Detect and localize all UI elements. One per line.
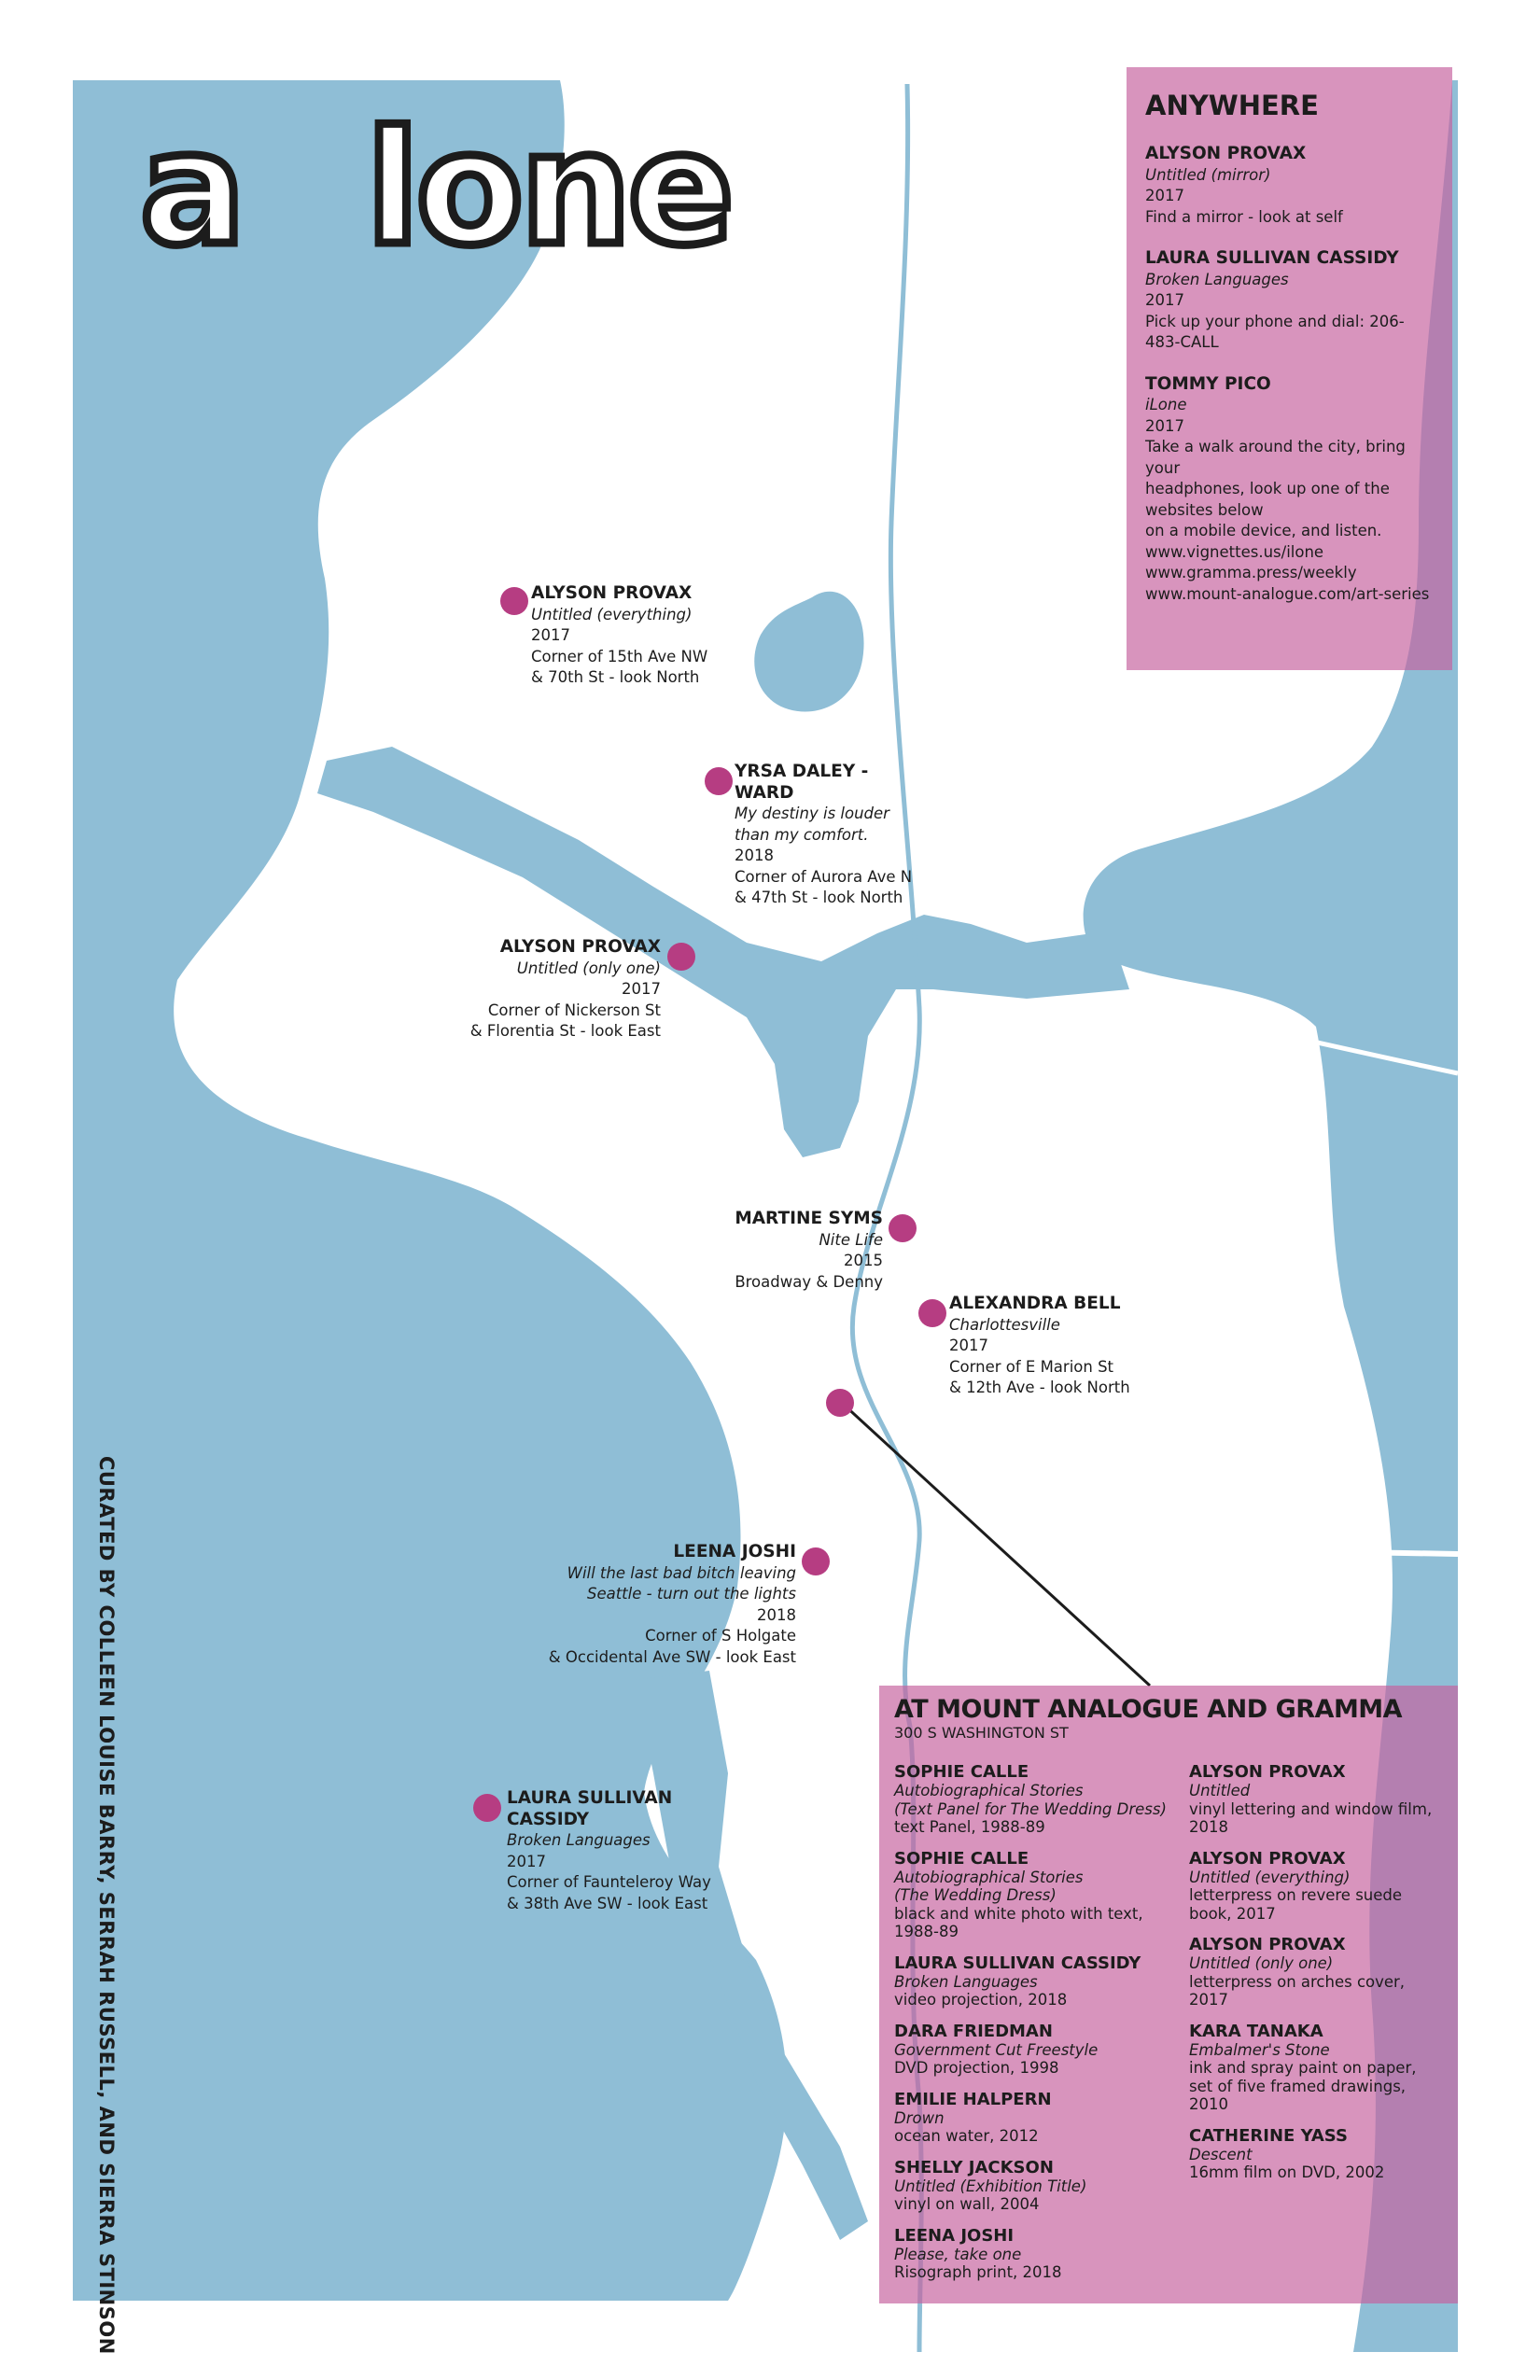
gallery-entry: ALYSON PROVAX Untitled (only one) letter… [1189,1935,1406,2009]
gallery-entry: LEENA JOSHI Please, take one Risograph p… [894,2225,1062,2282]
gallery-entry: SOPHIE CALLE Autobiographical Stories (T… [894,1762,1167,1836]
link-gramma[interactable]: www.gramma.press/weekly [1145,564,1357,581]
location-label-alexandra-bell: ALEXANDRA BELL Charlottesville 2017 Corn… [949,1294,1130,1396]
gallery-entry: SOPHIE CALLE Autobiographical Stories (T… [894,1848,1143,1941]
map-marker-provax-everything[interactable] [500,587,528,615]
gallery-address: 300 S WASHINGTON ST [894,1724,1069,1742]
anywhere-entry: LAURA SULLIVAN CASSIDY Broken Languages … [1145,248,1405,351]
leader-line [841,1402,1152,1687]
gallery-entry: KARA TANAKA Embalmer's Stone ink and spr… [1189,2021,1417,2114]
curator-credit: CURATED BY COLLEEN LOUISE BARRY, SERRAH … [95,1456,118,2355]
location-label-sullivan-cassidy: LAURA SULLIVAN CASSIDY Broken Languages … [507,1788,711,1912]
gallery-entry: SHELLY JACKSON Untitled (Exhibition Titl… [894,2157,1087,2214]
gallery-panel: AT MOUNT ANALOGUE AND GRAMMA 300 S WASHI… [879,1686,1458,2303]
location-label-provax-everything: ALYSON PROVAX Untitled (everything) 2017… [531,583,708,686]
location-label-daley-ward: YRSA DALEY - WARD My destiny is louder t… [735,762,913,906]
map-marker-alexandra-bell[interactable] [918,1299,946,1327]
title-word-lone: lone [362,97,739,280]
location-label-provax-only-one: ALYSON PROVAX Untitled (only one) 2017 C… [469,937,661,1040]
link-vignettes[interactable]: www.vignettes.us/ilone [1145,542,1324,561]
gallery-column-left: SOPHIE CALLE Autobiographical Stories (T… [894,1762,1189,2294]
gallery-entry: DARA FRIEDMAN Government Cut Freestyle D… [894,2021,1099,2078]
duwamish-river-water [635,1671,868,2240]
map-marker-sullivan-cassidy[interactable] [473,1794,501,1822]
location-label-martine-syms: MARTINE SYMS Nite Life 2015 Broadway & D… [735,1209,883,1291]
gallery-column-right: ALYSON PROVAX Untitled vinyl lettering a… [1189,1762,1441,2294]
map-marker-gallery[interactable] [826,1389,854,1417]
bridge-i90 [942,1542,1459,1557]
anywhere-entry: ALYSON PROVAX Untitled (mirror) 2017 Fin… [1145,144,1343,226]
gallery-entry: ALYSON PROVAX Untitled vinyl lettering a… [1189,1762,1433,1836]
anywhere-panel: ANYWHERE ALYSON PROVAX Untitled (mirror)… [1127,67,1452,670]
gallery-entry: LAURA SULLIVAN CASSIDY Broken Languages … [894,1953,1141,2009]
bridge-520 [1119,1001,1459,1076]
map-marker-leena-joshi[interactable] [802,1547,830,1575]
title-letter-a: a [135,97,249,280]
gallery-entry: EMILIE HALPERN Drown ocean water, 2012 [894,2089,1052,2146]
ship-canal-water [317,747,1129,1157]
green-lake-water [754,591,864,712]
anywhere-entry: TOMMY PICO iLone 2017 Take a walk around… [1145,374,1434,606]
puget-sound-water [73,80,788,2301]
map-marker-daley-ward[interactable] [705,767,733,795]
anywhere-heading: ANYWHERE [1145,90,1319,121]
map-marker-martine-syms[interactable] [889,1214,917,1242]
gallery-entry: ALYSON PROVAX Untitled (everything) lett… [1189,1848,1403,1923]
map-marker-provax-only-one[interactable] [667,943,695,971]
link-mount-analogue[interactable]: www.mount-analogue.com/art-series [1145,584,1430,603]
gallery-heading: AT MOUNT ANALOGUE AND GRAMMA [894,1695,1403,1724]
location-label-leena-joshi: LEENA JOSHI Will the last bad bitch leav… [548,1542,796,1666]
gallery-entry: CATHERINE YASS Descent 16mm film on DVD,… [1189,2125,1385,2182]
